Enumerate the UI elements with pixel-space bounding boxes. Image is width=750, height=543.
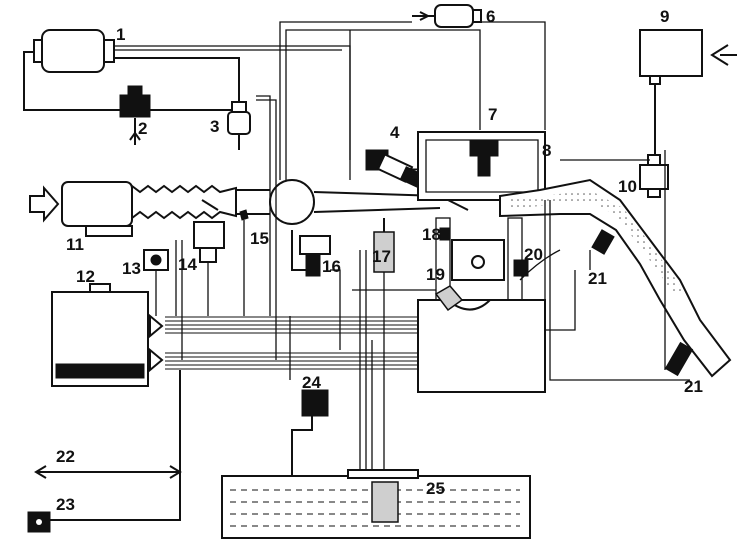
label-21-lower: 21 — [684, 377, 703, 396]
ground-connector — [27, 370, 181, 533]
label-25: 25 — [426, 479, 445, 498]
label-6: 6 — [486, 7, 495, 26]
label-12: 12 — [76, 267, 95, 286]
label-1: 1 — [116, 25, 125, 44]
idle-control-valve — [291, 230, 331, 277]
label-17: 17 — [372, 247, 391, 266]
label-5: 5 — [410, 165, 419, 184]
label-10: 10 — [618, 177, 637, 196]
throttle-body — [193, 221, 225, 316]
label-14: 14 — [178, 255, 197, 274]
label-16: 16 — [322, 257, 341, 276]
lambda-sensor-lower — [664, 341, 694, 377]
fuel-filter-top — [412, 4, 482, 28]
fuel-tank — [221, 469, 531, 539]
purge-valve — [119, 85, 151, 145]
coolant-sensor — [239, 209, 249, 316]
temp-sensor — [513, 259, 529, 277]
secondary-air-pump — [639, 29, 737, 160]
label-23: 23 — [56, 495, 75, 514]
piping — [114, 21, 690, 470]
crank-sensor — [434, 285, 464, 312]
label-22: 22 — [56, 447, 75, 466]
label-24: 24 — [302, 373, 321, 392]
air-injection-valve — [639, 154, 669, 198]
label-4: 4 — [390, 123, 400, 142]
fuel-pump-relay — [291, 389, 329, 480]
fuel-filter — [373, 218, 395, 470]
label-7: 7 — [488, 105, 497, 124]
carbon-canister — [23, 29, 240, 111]
intake-air-temp-sensor — [143, 249, 169, 316]
engine-block — [417, 131, 546, 393]
label-11: 11 — [66, 235, 84, 254]
label-9: 9 — [660, 7, 669, 26]
exhaust-pipe — [499, 178, 732, 378]
label-21-upper: 21 — [588, 269, 607, 288]
lambda-sensor-upper — [589, 229, 615, 270]
label-3: 3 — [210, 117, 219, 136]
label-2: 2 — [138, 119, 147, 138]
label-15: 15 — [250, 229, 269, 248]
diagnostic-line — [34, 465, 182, 479]
label-18: 18 — [422, 225, 441, 244]
label-20: 20 — [524, 245, 543, 264]
knock-sensor — [439, 227, 451, 241]
label-8: 8 — [542, 141, 551, 160]
label-13: 13 — [122, 259, 141, 278]
air-filter — [29, 181, 237, 237]
pressure-regulator — [114, 57, 251, 150]
label-19: 19 — [426, 265, 445, 284]
